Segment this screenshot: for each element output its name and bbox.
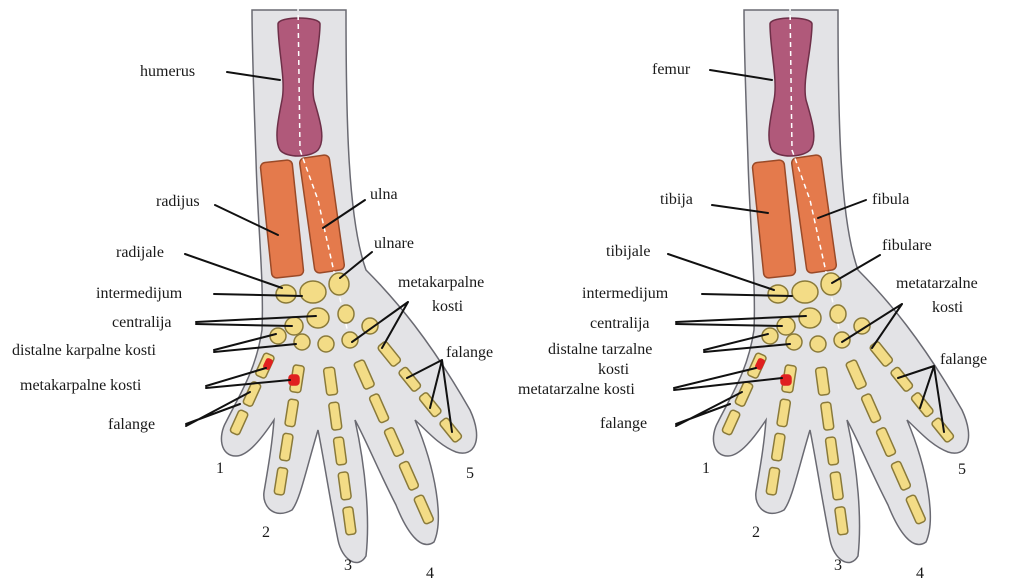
label-distal-carpals: distalne karpalne kosti [12,342,157,359]
label-tibijale: tibijale [606,243,650,260]
label-ulna: ulna [370,186,398,203]
label-centralija-hind: centralija [590,315,650,332]
label-intermedijum-hind: intermedijum [582,285,669,302]
centrale-bone [307,308,329,328]
label-radijus: radijus [156,193,200,210]
distal-row-bone [294,334,310,350]
label-metatarsals-left: metatarzalne kosti [518,381,635,398]
label-distal-tarsals-1: distalne tarzalne [548,341,652,358]
centrale-bone [338,305,354,323]
intermedium-bone [300,281,326,303]
digit-number-5-hind: 5 [958,461,966,478]
digit-number-3: 3 [344,557,352,574]
distal-row-bone [318,336,334,352]
label-phalanges-left: falange [108,416,155,433]
label-metatarsals-right-2: kosti [932,299,964,316]
digit-number-3-hind: 3 [834,557,842,574]
distal-row-bone [762,328,778,344]
label-radijale: radijale [116,244,164,261]
label-fibulare: fibulare [882,237,932,254]
label-tibija: tibija [660,191,693,208]
label-metacarpals-left: metakarpalne kosti [20,377,142,394]
label-metacarpals-right-2: kosti [432,298,464,315]
label-femur: femur [652,61,691,78]
digit-number-4: 4 [426,565,434,580]
distal-row-bone [834,332,850,348]
distal-row-bone [810,336,826,352]
label-fibula: fibula [872,191,909,208]
digit-number-5: 5 [466,465,474,482]
label-intermedijum: intermedijum [96,285,183,302]
highlight-mark [781,375,791,385]
digit-number-2-hind: 2 [752,524,760,541]
centrale-bone [830,305,846,323]
proximal-left-bone [768,285,788,303]
intermedium-bone [792,281,818,303]
label-phalanges-left-hind: falange [600,415,647,432]
label-ulnare: ulnare [374,235,414,252]
label-metatarsals-right-1: metatarzalne [896,275,978,292]
proximal-right-bone [821,273,841,295]
label-phalanges-right-hind: falange [940,351,987,368]
digit-number-1-hind: 1 [702,460,710,477]
label-phalanges-right: falange [446,344,493,361]
label-centralija: centralija [112,314,172,331]
distal-row-bone [270,328,286,344]
digit-number-2: 2 [262,524,270,541]
label-metacarpals-right-1: metakarpalne [398,274,484,291]
proximal-right-bone [329,273,349,295]
digit-number-1: 1 [216,460,224,477]
label-distal-tarsals-2: kosti [598,361,630,378]
centrale-bone [799,308,821,328]
digit-number-4-hind: 4 [916,565,924,580]
label-humerus: humerus [140,63,195,80]
distal-row-bone [786,334,802,350]
